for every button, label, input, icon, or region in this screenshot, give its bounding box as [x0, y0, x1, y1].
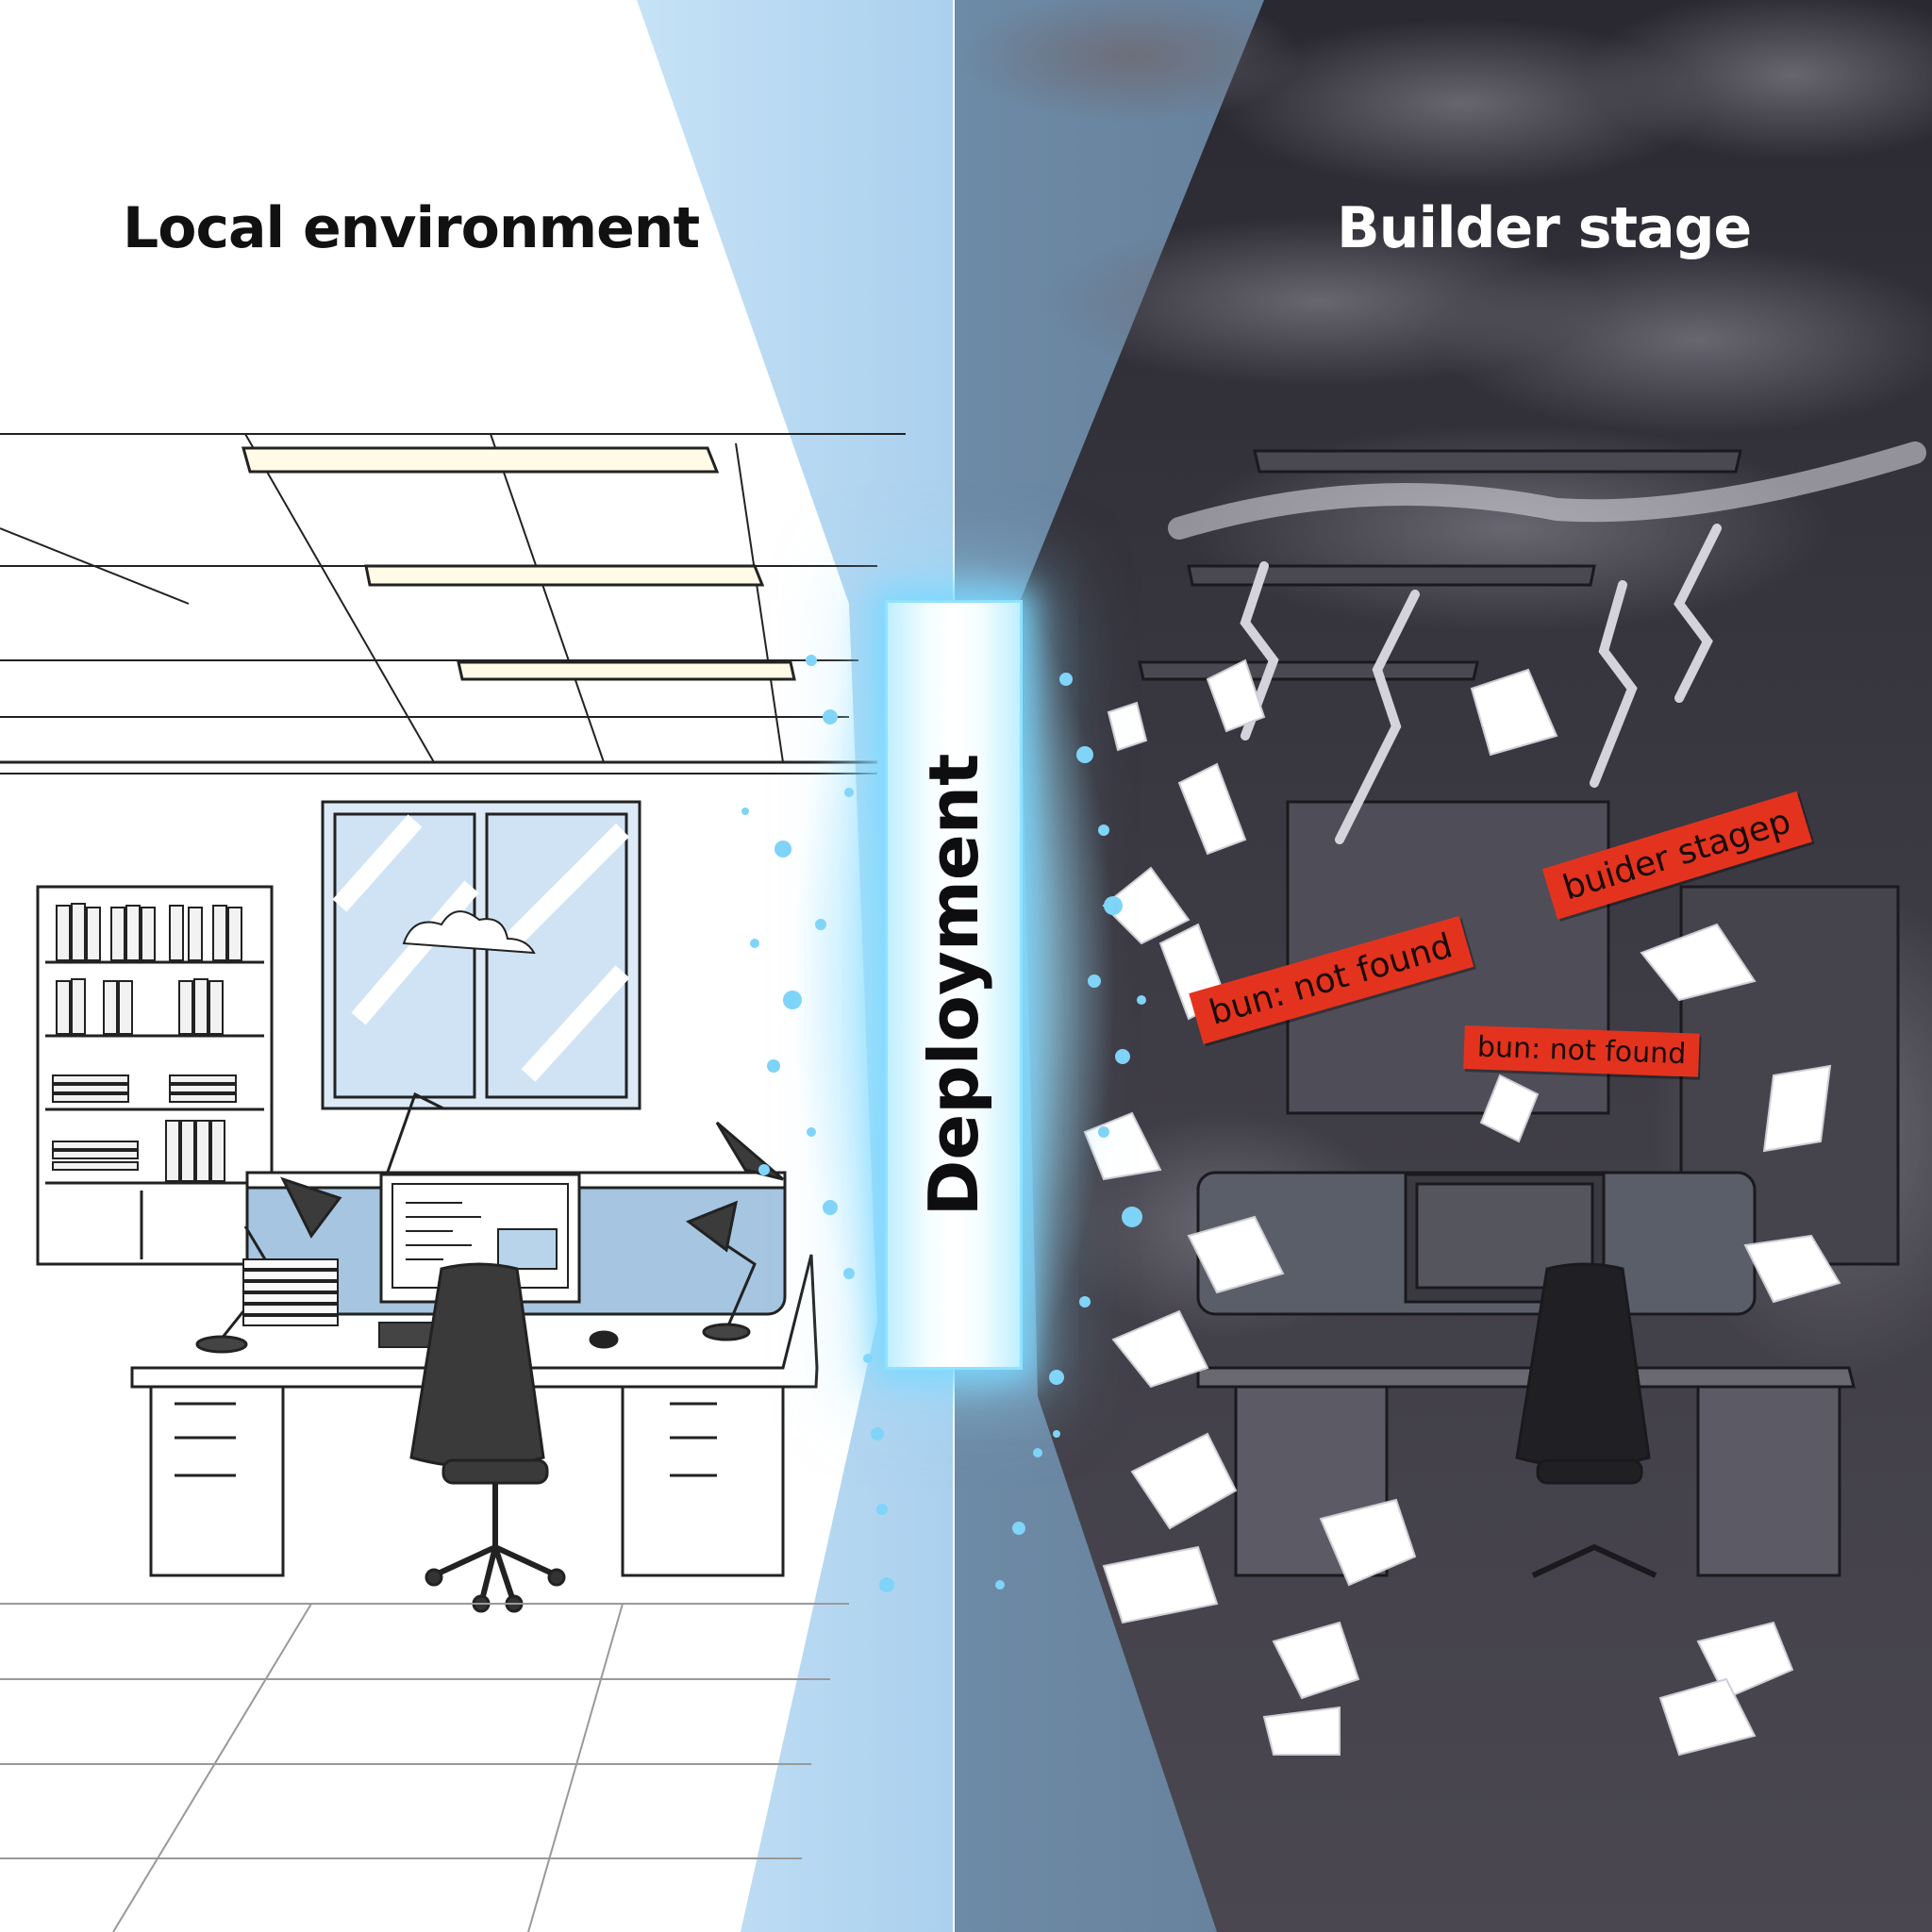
light-beam — [637, 0, 953, 1932]
local-environment-heading: Local environment — [123, 195, 700, 261]
lightning-bolts — [1168, 441, 1926, 844]
deployment-bar — [885, 600, 1023, 1370]
flying-papers — [1083, 658, 1841, 1757]
deployment-label: Deployment — [914, 753, 993, 1217]
left-office — [0, 433, 906, 1932]
error-tag-bun-not-found-small: bun: not found — [1463, 1025, 1701, 1077]
builder-stage-heading: Builder stage — [1337, 195, 1752, 261]
